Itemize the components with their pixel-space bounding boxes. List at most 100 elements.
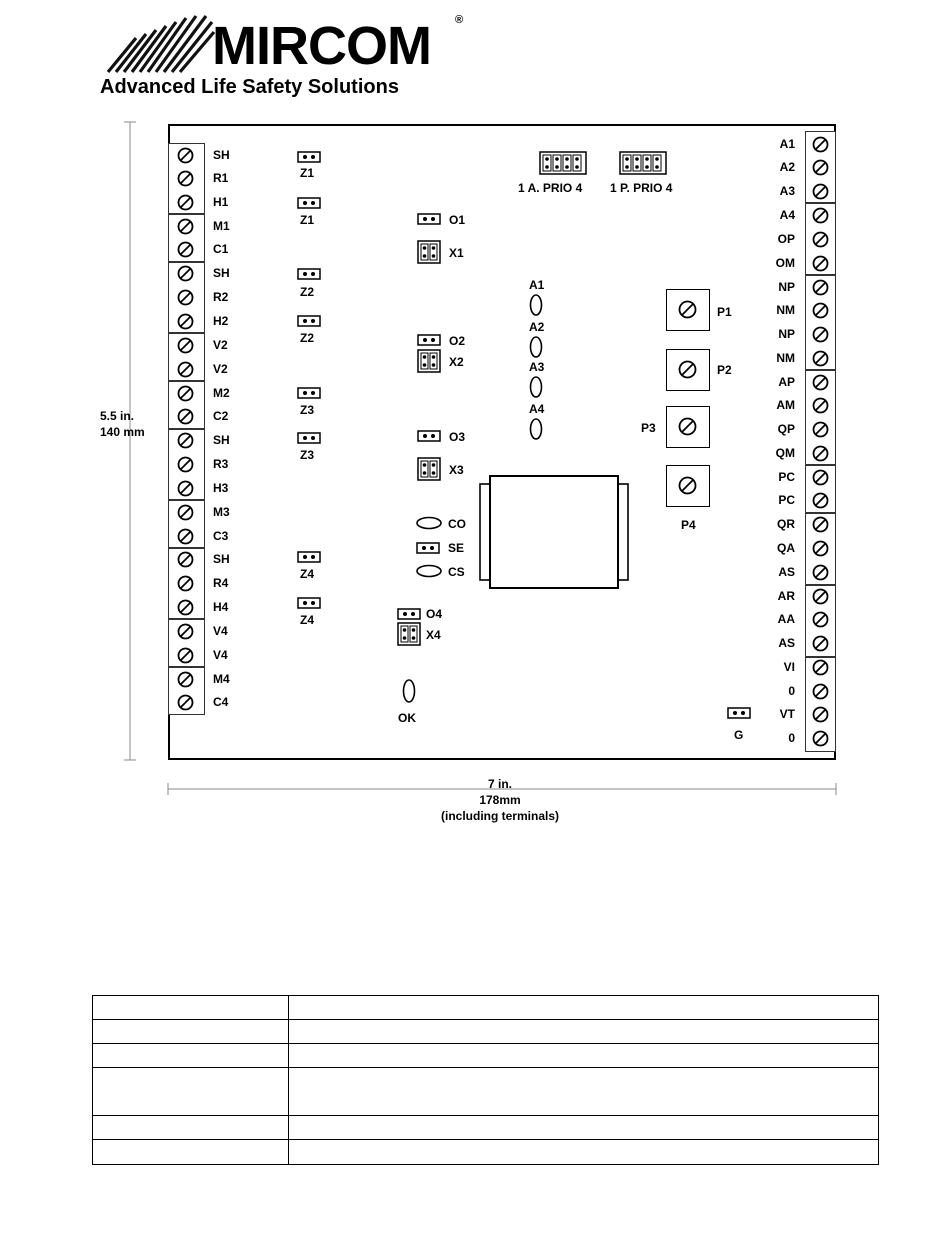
screw-terminal-icon xyxy=(177,289,194,306)
pot-knob-icon xyxy=(678,300,697,319)
terminal-label-left: C4 xyxy=(213,695,229,709)
screw-terminal-icon xyxy=(177,432,194,449)
jumper-icon xyxy=(397,608,421,620)
width-dimension-line xyxy=(167,783,837,795)
logo-stripes-icon xyxy=(106,15,216,74)
table-row xyxy=(92,1067,879,1116)
terminal-block-left-2 xyxy=(168,214,205,262)
table-cell xyxy=(92,1019,289,1044)
zone-jumper-label: Z1 xyxy=(300,213,315,227)
screw-terminal-icon xyxy=(812,445,829,462)
registered-mark: ® xyxy=(455,14,464,26)
jumper-icon xyxy=(297,268,321,280)
terminal-label-left: H2 xyxy=(213,314,229,328)
table-cell xyxy=(92,1043,289,1068)
screw-terminal-icon xyxy=(812,516,829,533)
priority-jumper-p-icon xyxy=(619,151,667,175)
terminal-label-right: VI xyxy=(783,660,795,674)
logo-brand: MIRCOM xyxy=(212,16,432,76)
table-row xyxy=(92,1043,879,1068)
terminal-label-right: PC xyxy=(778,493,795,507)
led-icon xyxy=(529,376,543,398)
screw-terminal-icon xyxy=(812,706,829,723)
screw-terminal-icon xyxy=(812,492,829,509)
co-led-icon xyxy=(416,516,442,530)
terminal-label-right: VT xyxy=(779,707,795,721)
terminal-label-right: A4 xyxy=(779,208,795,222)
zone-jumper-label: Z1 xyxy=(300,166,315,180)
potentiometer-p4[interactable] xyxy=(666,465,710,507)
potentiometer-p3[interactable] xyxy=(666,406,710,448)
table-row xyxy=(92,1019,879,1044)
table-cell xyxy=(288,995,879,1020)
screw-terminal-icon xyxy=(812,255,829,272)
dual-jumper-icon xyxy=(397,622,421,646)
screw-terminal-icon xyxy=(812,564,829,581)
terminal-label-right: QA xyxy=(777,541,795,555)
screw-terminal-icon xyxy=(812,469,829,486)
led-label: A4 xyxy=(529,402,545,416)
pot-label: P2 xyxy=(717,363,732,377)
zone-jumper-label: Z2 xyxy=(300,285,315,299)
screw-terminal-icon xyxy=(177,218,194,235)
screw-terminal-icon xyxy=(177,361,194,378)
terminal-label-left: H1 xyxy=(213,195,229,209)
screw-terminal-icon xyxy=(177,575,194,592)
terminal-label-left: V2 xyxy=(213,362,228,376)
table-cell xyxy=(288,1139,879,1165)
terminal-label-right: QM xyxy=(775,446,795,460)
screw-terminal-icon xyxy=(812,635,829,652)
terminal-label-right: QR xyxy=(777,517,795,531)
width-mm: 178mm xyxy=(479,793,521,807)
ground-label: G xyxy=(734,728,744,742)
co-label: CO xyxy=(448,517,466,531)
terminal-label-right: AA xyxy=(777,612,795,626)
table-row xyxy=(92,995,879,1020)
table-cell xyxy=(288,1043,879,1068)
screw-terminal-icon xyxy=(177,623,194,640)
screw-terminal-icon xyxy=(177,385,194,402)
terminal-block-left-7 xyxy=(168,500,205,548)
terminal-label-left: SH xyxy=(213,266,230,280)
terminal-label-left: H4 xyxy=(213,600,229,614)
screw-terminal-icon xyxy=(812,730,829,747)
potentiometer-p1[interactable] xyxy=(666,289,710,331)
pot-knob-icon xyxy=(678,360,697,379)
terminal-label-right: AR xyxy=(777,589,795,603)
terminal-label-left: SH xyxy=(213,433,230,447)
priority-jumper-a-label: 1 A. PRIO 4 xyxy=(518,181,583,195)
terminal-label-left: C2 xyxy=(213,409,229,423)
screw-terminal-icon xyxy=(812,374,829,391)
screw-terminal-icon xyxy=(812,159,829,176)
led-label: A1 xyxy=(529,278,545,292)
led-label: A3 xyxy=(529,360,545,374)
pot-label: P1 xyxy=(717,305,732,319)
zone-jumper-label: Z3 xyxy=(300,403,315,417)
output-jumper-label: X3 xyxy=(449,463,464,477)
se-label: SE xyxy=(448,541,465,555)
screw-terminal-icon xyxy=(177,599,194,616)
output-jumper-label: O1 xyxy=(449,213,466,227)
screw-terminal-icon xyxy=(177,456,194,473)
led-icon xyxy=(529,294,543,316)
zone-jumper-label: Z4 xyxy=(300,567,315,581)
dual-jumper-icon xyxy=(417,240,441,264)
jumper-icon xyxy=(297,597,321,609)
screw-terminal-icon xyxy=(812,326,829,343)
zone-jumper-label: Z2 xyxy=(300,331,315,345)
cs-led-icon xyxy=(416,564,442,578)
terminal-block-left-4 xyxy=(168,333,205,381)
screw-terminal-icon xyxy=(812,611,829,628)
terminal-label-right: QP xyxy=(777,422,795,436)
terminal-label-left: H3 xyxy=(213,481,229,495)
height-mm: 140 mm xyxy=(100,425,145,439)
screw-terminal-icon xyxy=(812,421,829,438)
jumper-icon xyxy=(297,551,321,563)
screw-terminal-icon xyxy=(177,551,194,568)
terminal-label-right: A3 xyxy=(779,184,795,198)
pot-label: P4 xyxy=(681,518,696,532)
screw-terminal-icon xyxy=(177,170,194,187)
potentiometer-p2[interactable] xyxy=(666,349,710,391)
ok-label: OK xyxy=(398,711,416,725)
screw-terminal-icon xyxy=(177,337,194,354)
